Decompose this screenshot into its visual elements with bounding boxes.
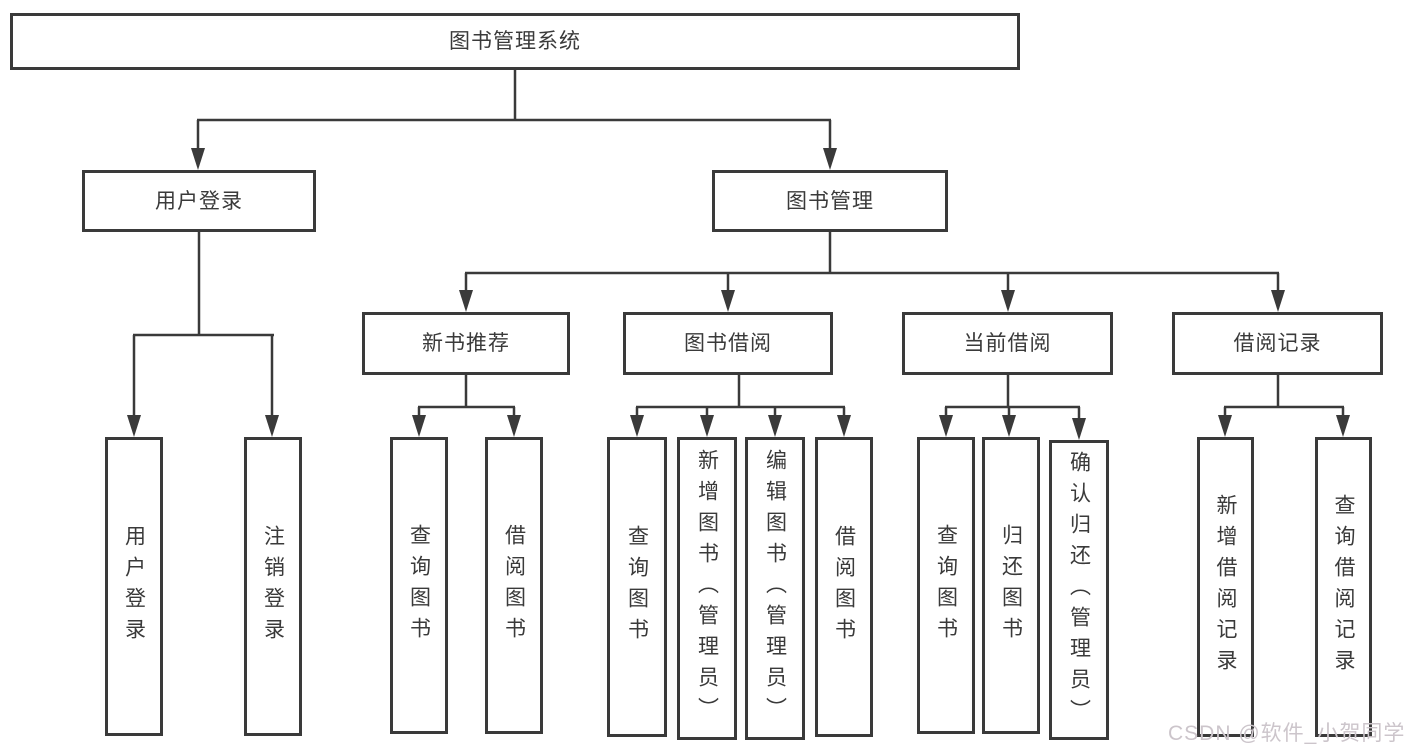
leaf-edit-books-admin-label: 编辑图书（管理员） xyxy=(763,449,787,728)
leaf-current-query-books: 查询图书 xyxy=(917,437,975,734)
watermark: CSDN @软件_小贺同学 xyxy=(1168,722,1405,745)
node-current-borrowing-label: 当前借阅 xyxy=(963,332,1052,355)
leaf-borrowing-borrow-books-label: 借阅图书 xyxy=(832,525,856,649)
leaf-logout: 注销登录 xyxy=(244,437,302,736)
node-borrowing-records-label: 借阅记录 xyxy=(1233,332,1322,355)
leaf-return-books-label: 归还图书 xyxy=(999,523,1023,648)
leaf-edit-books-admin: 编辑图书（管理员） xyxy=(745,437,805,740)
leaf-query-borrow-record-label: 查询借阅记录 xyxy=(1332,494,1355,680)
leaf-recommend-query-books-label: 查询图书 xyxy=(407,523,431,648)
node-user-login-group: 用户登录 xyxy=(82,170,316,232)
leaf-add-books-admin-label: 新增图书（管理员） xyxy=(695,449,719,728)
leaf-recommend-query-books: 查询图书 xyxy=(390,437,448,734)
node-new-book-recommend: 新书推荐 xyxy=(362,312,570,375)
node-new-book-recommend-label: 新书推荐 xyxy=(422,332,510,355)
leaf-user-login-label: 用户登录 xyxy=(122,524,146,649)
node-user-login-group-label: 用户登录 xyxy=(155,189,243,213)
leaf-logout-label: 注销登录 xyxy=(261,524,285,649)
leaf-user-login: 用户登录 xyxy=(105,437,163,736)
leaf-borrowing-query-books-label: 查询图书 xyxy=(625,525,649,649)
leaf-borrowing-query-books: 查询图书 xyxy=(607,437,667,737)
node-root: 图书管理系统 xyxy=(10,13,1020,70)
node-current-borrowing: 当前借阅 xyxy=(902,312,1113,375)
leaf-add-borrow-record-label: 新增借阅记录 xyxy=(1214,494,1237,680)
node-root-label: 图书管理系统 xyxy=(449,30,581,53)
leaf-borrowing-borrow-books: 借阅图书 xyxy=(815,437,873,737)
node-book-borrowing: 图书借阅 xyxy=(623,312,833,375)
leaf-return-books: 归还图书 xyxy=(982,437,1040,734)
node-book-management-label: 图书管理 xyxy=(786,189,874,213)
leaf-confirm-return-admin-label: 确认归还（管理员） xyxy=(1067,450,1091,730)
leaf-add-books-admin: 新增图书（管理员） xyxy=(677,437,737,740)
leaf-add-borrow-record: 新增借阅记录 xyxy=(1197,437,1254,737)
leaf-recommend-borrow-books-label: 借阅图书 xyxy=(502,523,526,648)
node-book-borrowing-label: 图书借阅 xyxy=(684,332,772,355)
node-book-management: 图书管理 xyxy=(712,170,948,232)
leaf-query-borrow-record: 查询借阅记录 xyxy=(1315,437,1372,737)
leaf-confirm-return-admin: 确认归还（管理员） xyxy=(1049,440,1109,740)
leaf-recommend-borrow-books: 借阅图书 xyxy=(485,437,543,734)
leaf-current-query-books-label: 查询图书 xyxy=(934,523,958,648)
node-borrowing-records: 借阅记录 xyxy=(1172,312,1383,375)
